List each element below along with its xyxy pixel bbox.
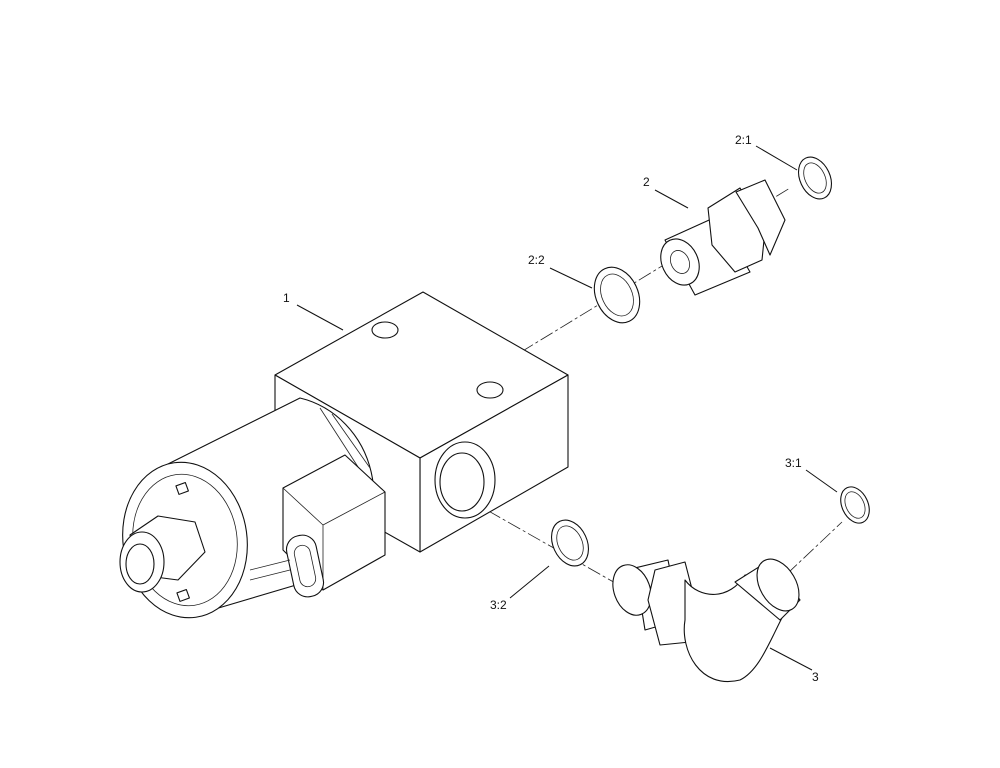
solenoid-valve-part-1: [119, 291, 569, 619]
oring-3-1: [840, 486, 870, 524]
top-port: [371, 321, 399, 339]
fitting-stem-end: [660, 238, 700, 286]
oring-2-1-inner: [803, 162, 827, 194]
front-port-inner: [439, 452, 485, 512]
callout-2-2: 2:2: [528, 253, 545, 267]
fitting-stem-bore: [669, 250, 691, 274]
connector-clip: [285, 534, 325, 598]
oring-2-2: [593, 266, 641, 324]
connector-edge-2: [322, 491, 386, 526]
fitting-nut: [735, 179, 786, 256]
connector-edge: [282, 487, 324, 526]
callout-3-1: 3:1: [785, 456, 802, 470]
top-port-2: [476, 381, 504, 399]
leader-3-1: [805, 469, 838, 493]
coil-ring-2: [331, 413, 371, 469]
oring-2-1: [797, 156, 833, 200]
oring-3-2-inner: [556, 525, 584, 561]
leader-1: [296, 304, 344, 331]
elbow-outlet-end: [756, 558, 800, 612]
callout-2: 2: [643, 175, 650, 189]
coil-underside-line-2: [249, 569, 291, 581]
coil-slot-top: [175, 481, 189, 495]
coil-underside-line: [249, 559, 291, 571]
leader-2: [654, 189, 689, 209]
coil-stem-inner: [125, 543, 155, 585]
callout-2-1: 2:1: [735, 133, 752, 147]
leader-3-2: [509, 565, 550, 599]
oring-2-2-inner: [600, 273, 634, 317]
oring-3-2: [551, 519, 589, 567]
leader-2-1: [755, 145, 798, 171]
oring-3-1-inner: [844, 491, 866, 519]
callout-1: 1: [283, 291, 290, 305]
elbow-fitting-part-3: [612, 558, 801, 683]
elbow-inlet-end: [612, 564, 652, 616]
callout-3-2: 3:2: [490, 598, 507, 612]
connector-clip-inner: [293, 544, 317, 588]
coil-slot-bottom: [176, 588, 190, 602]
leader-2-2: [549, 267, 593, 289]
coil-ring: [319, 407, 361, 471]
callout-3: 3: [812, 670, 819, 684]
elbow-oring-center-line: [769, 521, 843, 591]
straight-fitting-part-2: [660, 179, 786, 296]
leader-3: [769, 647, 813, 671]
